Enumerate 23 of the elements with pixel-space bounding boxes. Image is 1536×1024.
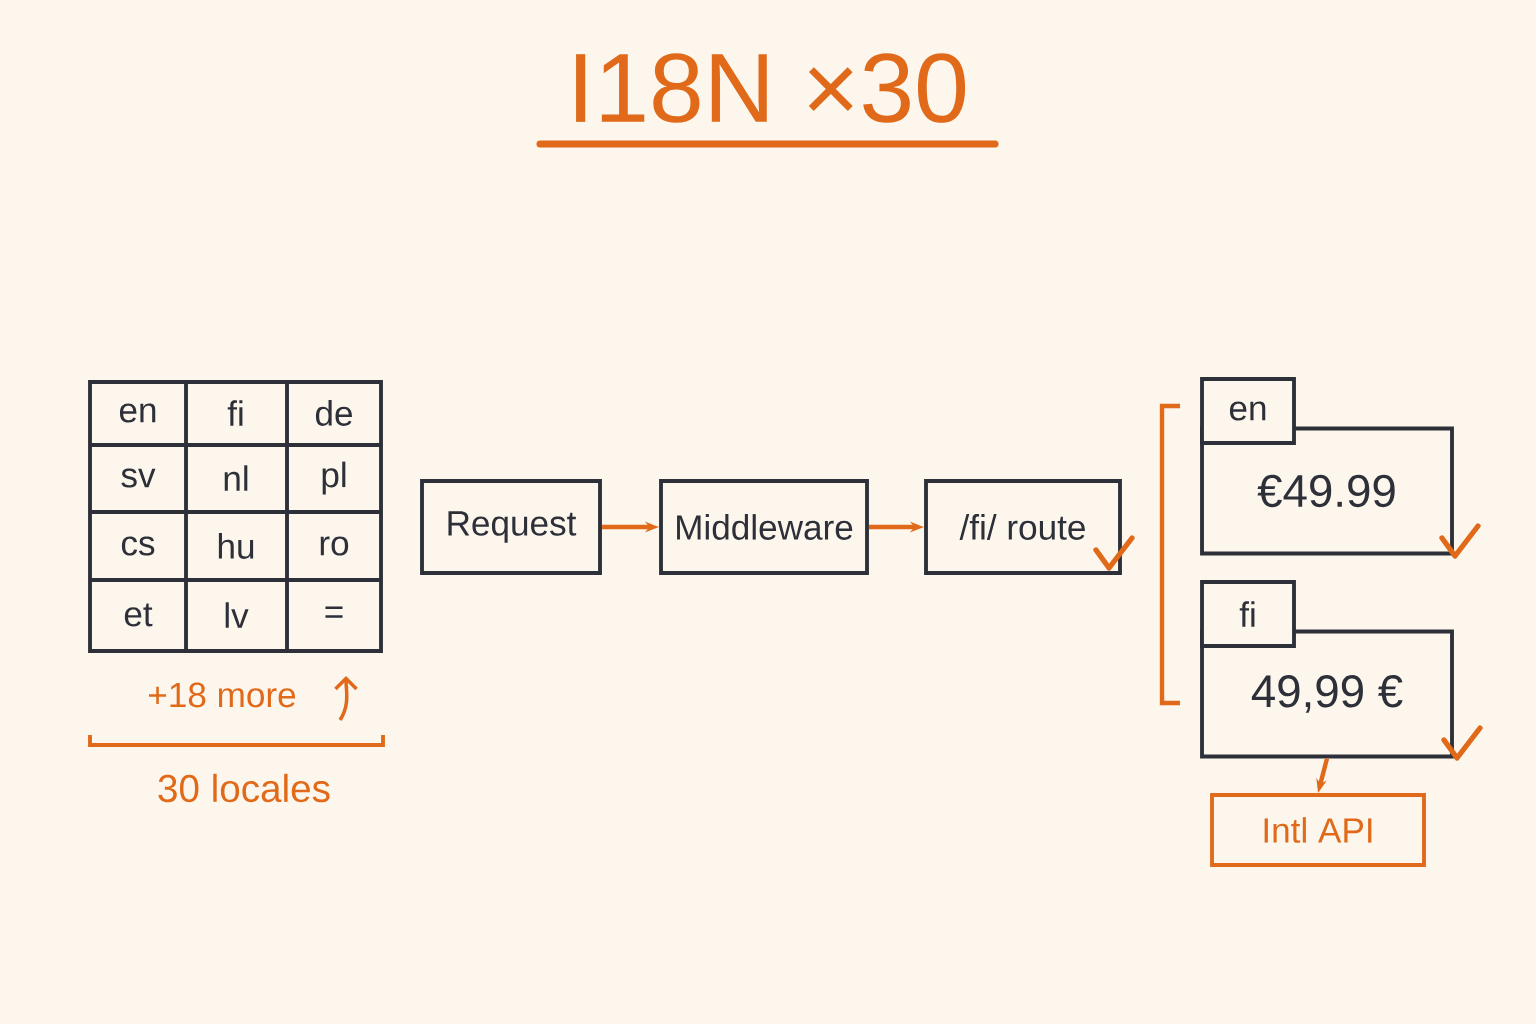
api-box: Intl API <box>1210 793 1426 867</box>
process-box: Request <box>420 479 602 575</box>
locale-code: fi <box>227 400 243 426</box>
title: I18N ×30 <box>576 53 966 123</box>
locale-code: ro <box>320 536 349 556</box>
locale-code: cs <box>121 536 155 556</box>
locale-card: 49,99 € fi <box>1200 580 1454 759</box>
locale-code: = <box>325 606 343 618</box>
locale-code: lv <box>225 602 249 628</box>
locale-code: de <box>315 400 352 426</box>
locale-card: €49.99 en <box>1200 377 1454 556</box>
note: +18 more <box>149 682 296 708</box>
node-label: en <box>1229 401 1266 421</box>
locale-code: en <box>119 403 156 423</box>
locale-code: pl <box>322 461 346 495</box>
locale-code: et <box>124 603 153 627</box>
note: 30 locales <box>158 773 330 803</box>
node-label: fi <box>1239 601 1255 627</box>
process-box: /fi/ route <box>924 479 1122 575</box>
locale-code: sv <box>121 468 156 488</box>
locale-code: hu <box>218 533 254 559</box>
locale-code: nl <box>224 465 248 491</box>
process-box: Middleware <box>659 479 869 575</box>
